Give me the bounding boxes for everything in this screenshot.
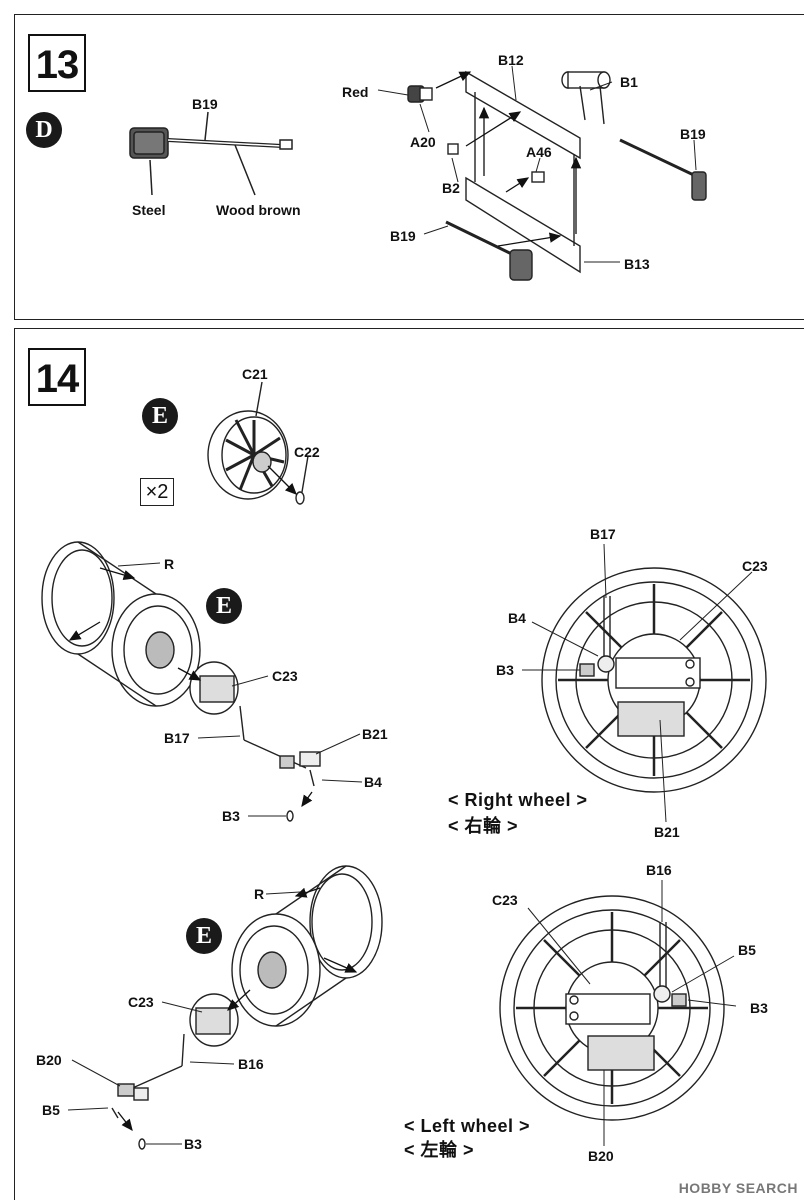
label-lw-b3: B3 xyxy=(750,1000,768,1016)
label-rw-b21: B21 xyxy=(654,824,680,840)
label-b17: B17 xyxy=(164,730,190,746)
label-r-top: R xyxy=(164,556,175,572)
step-13-number: 13 xyxy=(28,34,86,92)
label-rw-c23: C23 xyxy=(742,558,768,574)
label-rw-b17: B17 xyxy=(590,526,616,542)
label-rw-b4: B4 xyxy=(508,610,526,626)
multiplier-box: ×2 xyxy=(140,478,174,506)
caption-right-wheel-jp: < 右輪 > xyxy=(448,816,519,836)
label-c23-bottom: C23 xyxy=(128,994,154,1010)
label-b3-top: B3 xyxy=(222,808,240,824)
label-rw-b3: B3 xyxy=(496,662,514,678)
label-lw-b20: B20 xyxy=(588,1148,614,1164)
exploded-wheel-left xyxy=(111,865,383,1150)
spoked-wheel-c21 xyxy=(207,381,309,505)
caption-right-wheel-en: < Right wheel > xyxy=(448,790,588,810)
label-c21: C21 xyxy=(242,366,268,382)
label-lw-b16: B16 xyxy=(646,862,672,878)
step-14-number: 14 xyxy=(28,348,86,406)
caption-left-wheel-en: < Left wheel > xyxy=(404,1116,531,1136)
watermark: HOBBY SEARCH xyxy=(678,1180,798,1196)
label-a46: A46 xyxy=(526,144,552,160)
label-lw-b5: B5 xyxy=(738,942,756,958)
label-wood-brown: Wood brown xyxy=(216,202,301,218)
label-b16-left: B16 xyxy=(238,1056,264,1072)
paint-badge-e-2: E xyxy=(206,588,242,624)
bracket-assembly xyxy=(407,70,707,281)
label-b19-left: B19 xyxy=(390,228,416,244)
caption-left-wheel-jp: < 左輪 > xyxy=(404,1140,475,1160)
label-b2: B2 xyxy=(442,180,460,196)
step-13-panel xyxy=(14,14,804,320)
label-red: Red xyxy=(342,84,369,100)
label-lw-c23: C23 xyxy=(492,892,518,908)
label-b21: B21 xyxy=(362,726,388,742)
exploded-wheel-right xyxy=(41,541,321,822)
left-wheel-detail xyxy=(499,895,725,1121)
label-b19-tool: B19 xyxy=(192,96,218,112)
paint-badge-e-3: E xyxy=(186,918,222,954)
step-14-panel xyxy=(14,328,804,1200)
label-a20: A20 xyxy=(410,134,436,150)
label-r-bottom: R xyxy=(254,886,265,902)
label-c23-top: C23 xyxy=(272,668,298,684)
right-wheel-detail xyxy=(541,567,767,793)
label-b19-right: B19 xyxy=(680,126,706,142)
paint-badge-e-1: E xyxy=(142,398,178,434)
label-b13: B13 xyxy=(624,256,650,272)
paint-badge-d: D xyxy=(26,112,62,148)
label-b12: B12 xyxy=(498,52,524,68)
label-b1: B1 xyxy=(620,74,638,90)
label-c22: C22 xyxy=(294,444,320,460)
label-b3-bottom: B3 xyxy=(184,1136,202,1152)
label-b4: B4 xyxy=(364,774,382,790)
shovel-tool xyxy=(129,111,293,196)
label-b20-left: B20 xyxy=(36,1052,62,1068)
label-steel: Steel xyxy=(132,202,166,218)
label-b5-left: B5 xyxy=(42,1102,60,1118)
